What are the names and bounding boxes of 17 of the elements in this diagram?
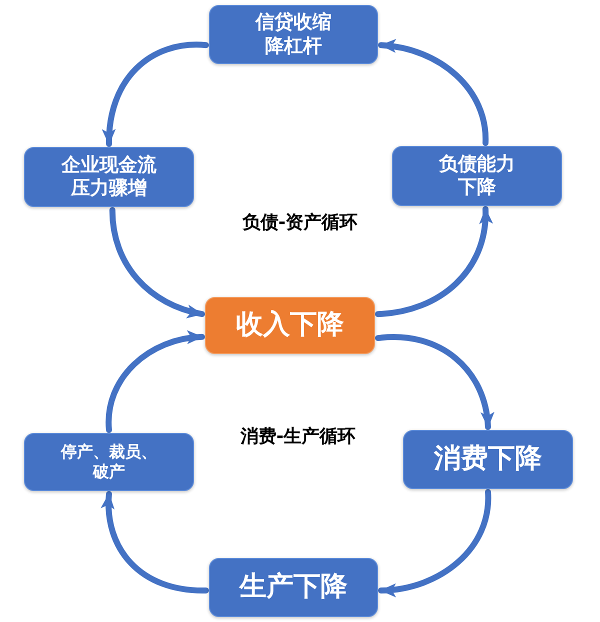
curved-arrow [375, 334, 494, 430]
curved-arrow [375, 206, 492, 318]
cycle-label: 负债-资产循环 [242, 211, 358, 234]
highlight-box: 收入下降 [205, 297, 375, 354]
process-box: 消费下降 [403, 430, 573, 489]
curved-arrow [109, 207, 205, 318]
process-box: 企业现金流压力骤增 [24, 147, 194, 207]
process-box: 生产下降 [209, 558, 378, 617]
process-box: 停产、裁员、破产 [24, 433, 194, 491]
curved-arrow [378, 489, 491, 596]
curved-arrow [106, 331, 205, 433]
curved-arrow [102, 42, 209, 147]
process-box: 负债能力下降 [392, 146, 562, 206]
curved-arrow [102, 491, 209, 594]
process-box: 信贷收缩降杠杆 [209, 5, 378, 64]
curved-arrow [378, 40, 488, 146]
cycle-label: 消费-生产循环 [240, 425, 356, 448]
